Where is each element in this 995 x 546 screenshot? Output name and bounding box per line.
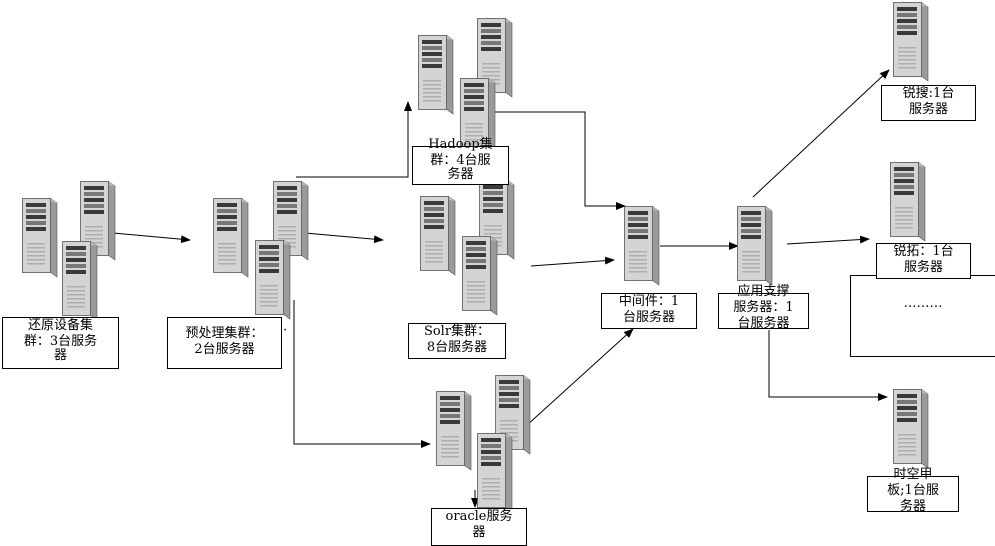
- server-icon: [890, 161, 926, 246]
- label-hadoop-cluster: Hadoop集 群：4台服 务器: [412, 137, 509, 185]
- label-line: 务器: [899, 499, 926, 514]
- server-icon: [213, 197, 249, 282]
- server-icon: [62, 240, 98, 325]
- label-oracle-server: oracle服务 器: [431, 508, 527, 546]
- label-line: Solr集群：: [423, 324, 491, 339]
- label-line: 台服务器: [622, 310, 675, 325]
- server-icon: [436, 390, 472, 475]
- label-line: Hadoop集: [428, 137, 493, 152]
- arrow-preprocess-to-hadoop: [296, 101, 412, 178]
- label-line: 应用支撑: [737, 284, 790, 299]
- label-line: 中间件：1: [618, 294, 680, 309]
- label-line: 务器: [447, 167, 474, 182]
- ellipsis-text: ………: [903, 296, 943, 311]
- arrow-appsupport-to-ruisou: [752, 69, 890, 198]
- server-icon: [477, 432, 513, 517]
- server-icon: [418, 34, 454, 119]
- arrow-preprocess-to-solr: [304, 232, 384, 244]
- label-ruituo-overlay: 锐拓：1台 服务器: [876, 243, 971, 279]
- label-line: oracle服务: [445, 509, 513, 524]
- label-preprocess-cluster: 预处理集群： 2台服务器: [167, 317, 282, 369]
- label-line: 群：4台服: [430, 153, 491, 168]
- label-line: 还原设备集: [27, 318, 93, 333]
- server-icon: [624, 205, 660, 290]
- server-icon: [893, 388, 929, 473]
- label-app-support: 应用支撑 服务器：1 台服务器: [718, 284, 809, 331]
- label-shikong: 时空甲 板;1台服 务器: [867, 467, 959, 514]
- label-line: 锐拓：1台: [893, 244, 954, 259]
- label-line: 器: [53, 348, 67, 363]
- label-solr-cluster: Solr集群： 8台服务器: [408, 323, 506, 359]
- arrow-oracle-to-middleware: [525, 328, 634, 427]
- server-icon: [420, 195, 456, 280]
- server-icon: [22, 197, 58, 282]
- arrow-solr-to-middleware: [530, 256, 615, 267]
- server-icon: [255, 239, 291, 324]
- server-icon: [893, 1, 929, 86]
- label-line: 预处理集群：: [185, 326, 264, 341]
- server-icon: [80, 180, 116, 265]
- label-restore-cluster: 还原设备集 群：3台服务 器: [2, 317, 119, 369]
- server-icon: [460, 77, 496, 162]
- stray-mark: ·: [283, 323, 288, 338]
- label-line: 时空甲: [893, 467, 933, 482]
- server-icon: [462, 235, 498, 320]
- label-more-services: ………: [850, 275, 995, 357]
- server-icon: [477, 17, 513, 102]
- label-line: 服务器：1: [733, 300, 794, 315]
- label-line: 器: [472, 525, 486, 540]
- arrow-appsupport-to-shikong: [768, 330, 888, 401]
- label-line: 8台服务器: [426, 340, 488, 355]
- label-ruisou: 锐搜:1台 服务器: [881, 85, 976, 121]
- arrow-hadoop-to-middleware: [490, 111, 626, 210]
- label-line: 台服务器: [737, 316, 790, 331]
- arrow-appsupport-to-ruituo: [786, 235, 870, 245]
- label-line: 板;1台服: [887, 483, 939, 498]
- server-icon: [737, 205, 773, 290]
- label-middleware: 中间件：1 台服务器: [601, 293, 697, 329]
- label-line: 服务器: [908, 102, 948, 117]
- label-line: 2台服务器: [194, 342, 255, 357]
- arrow-restore-to-preprocess: [112, 232, 191, 244]
- label-line: 群：3台服务: [23, 334, 98, 349]
- label-line: 服务器: [903, 260, 943, 275]
- arrow-preprocess-to-oracle: [293, 300, 431, 448]
- label-line: 锐搜:1台: [902, 86, 955, 101]
